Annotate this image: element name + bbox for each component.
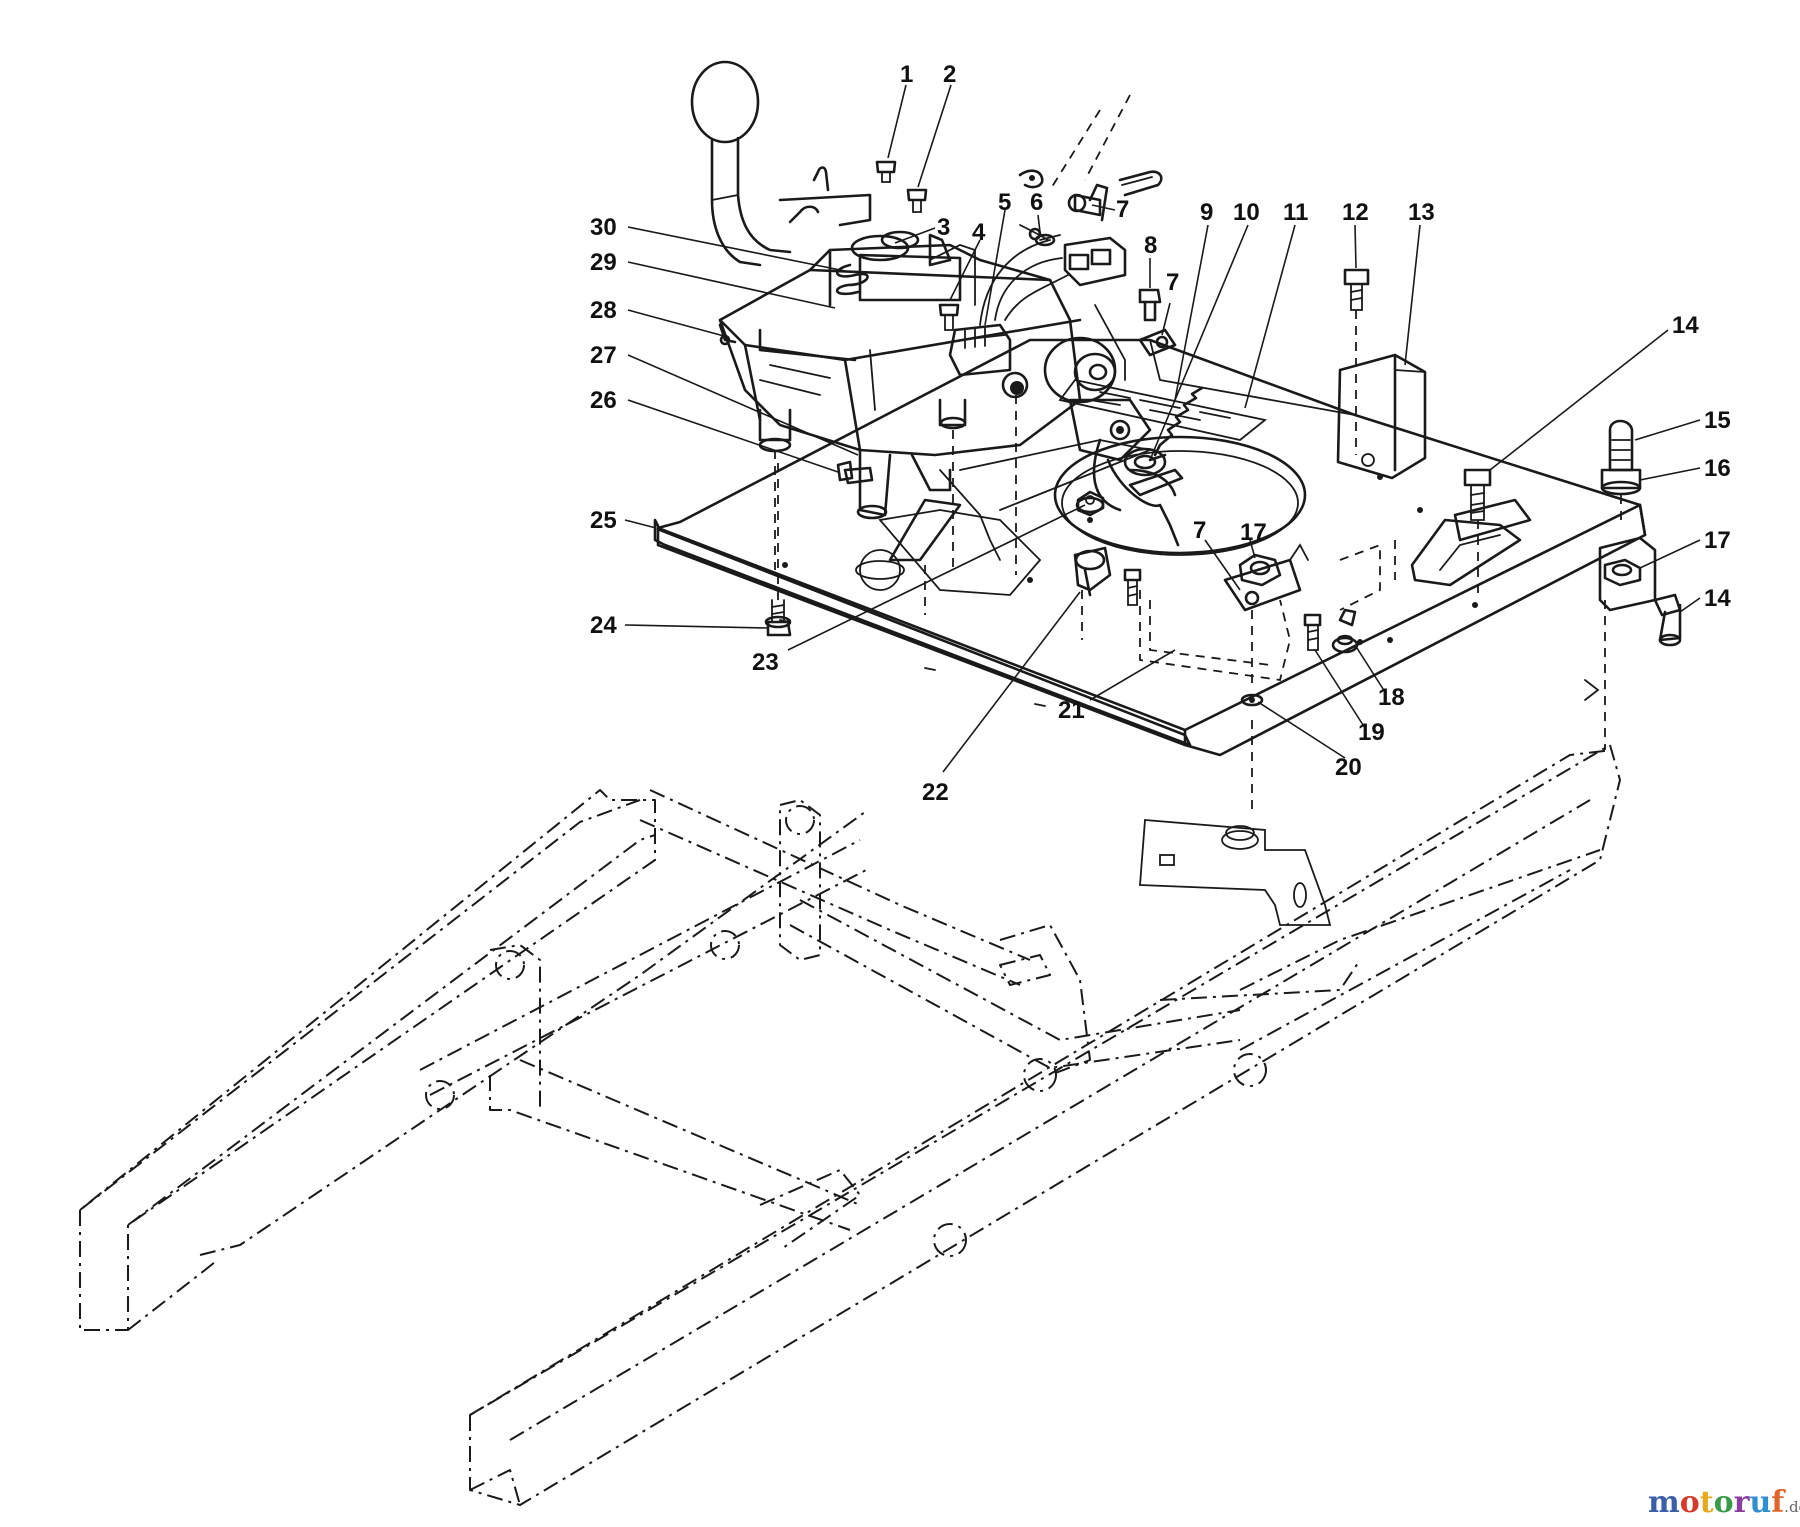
wm-letter: t [1700, 1485, 1714, 1520]
brake-linkage [1043, 336, 1204, 547]
wm-letter: u [1749, 1485, 1771, 1520]
callout-29: 29 [590, 249, 617, 276]
callout-10: 10 [1233, 199, 1260, 226]
callout-7a: 7 [1116, 196, 1129, 223]
wm-letter: f [1771, 1485, 1786, 1520]
callout-26: 26 [590, 387, 617, 414]
wm-letter: r [1734, 1485, 1751, 1520]
callout-15: 15 [1704, 407, 1731, 434]
upper-links [1018, 94, 1177, 381]
callout-18: 18 [1378, 684, 1405, 711]
callout-8: 8 [1144, 232, 1157, 259]
front-lip-bar [653, 518, 1192, 747]
electrical-switch [948, 224, 1127, 377]
callout-27: 27 [590, 342, 617, 369]
callout-14b: 14 [1704, 585, 1731, 612]
callout-7c: 7 [1193, 517, 1206, 544]
callout-17b: 17 [1704, 527, 1731, 554]
shift-lever [690, 60, 872, 267]
callout-13: 13 [1408, 199, 1435, 226]
leader-lines [624, 84, 1701, 773]
callout-12: 12 [1342, 199, 1369, 226]
mount-bracket [1139, 819, 1332, 926]
callout-2: 2 [943, 61, 956, 88]
chassis-frame [79, 744, 1621, 1506]
callout-11: 11 [1283, 199, 1308, 226]
wm-letter: m [1648, 1485, 1680, 1520]
callout-20: 20 [1335, 754, 1362, 781]
callout-9: 9 [1200, 199, 1213, 226]
callout-21: 21 [1058, 697, 1085, 724]
callout-14a: 14 [1672, 312, 1699, 339]
callout-24: 24 [590, 612, 617, 639]
wm-suffix: .de [1784, 1498, 1800, 1516]
svg-text:motoruf.de: motoruf.de [1648, 1485, 1800, 1520]
callout-4: 4 [972, 219, 986, 246]
callout-3: 3 [937, 214, 950, 241]
callout-5: 5 [998, 189, 1011, 216]
pedal-bracket [1336, 353, 1427, 480]
callout-28: 28 [590, 297, 617, 324]
callout-23: 23 [752, 649, 779, 676]
transmission-assembly [718, 230, 1082, 562]
callout-25: 25 [590, 507, 617, 534]
hardware [764, 160, 1682, 810]
callout-6: 6 [1030, 189, 1043, 216]
main-plate [656, 338, 1647, 757]
wm-letter: o [1680, 1485, 1700, 1520]
callout-1: 1 [900, 61, 913, 88]
callout-22: 22 [922, 779, 949, 806]
wm-letter: o [1714, 1485, 1734, 1520]
watermark-logo: motoruf.de [1648, 1485, 1800, 1520]
callout-16: 16 [1704, 455, 1731, 482]
callout-19: 19 [1358, 719, 1385, 746]
callout-30: 30 [590, 214, 617, 241]
callout-7b: 7 [1166, 269, 1179, 296]
callout-17a: 17 [1240, 519, 1267, 546]
callout-labels: 1 2 3 4 5 6 7 7 7 8 9 10 11 12 13 14 14 … [590, 61, 1731, 806]
